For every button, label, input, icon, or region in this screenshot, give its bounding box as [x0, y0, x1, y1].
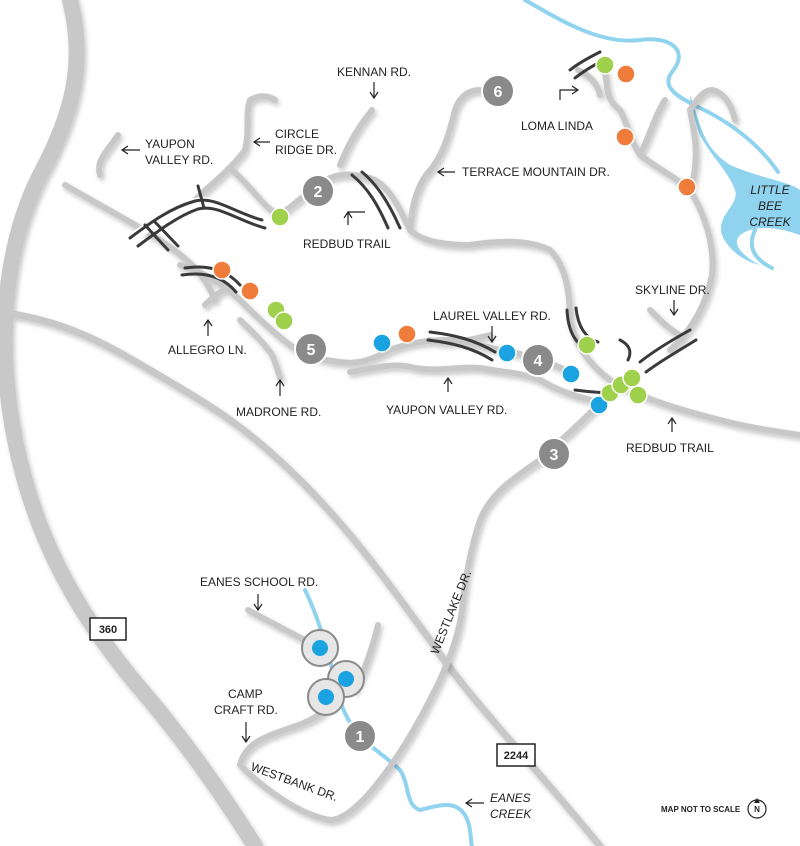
- trails: [125, 50, 698, 395]
- marker-orange: [616, 64, 636, 84]
- label-yaupon-valley-top-2: VALLEY RD.: [145, 153, 213, 167]
- marker-blue: [318, 689, 334, 705]
- label-terrace-mountain: TERRACE MOUNTAIN DR.: [462, 165, 610, 179]
- marker-orange: [240, 281, 260, 301]
- map-footer: MAP NOT TO SCALE N: [661, 798, 767, 819]
- marker-blue: [561, 364, 581, 384]
- marker-blue: [338, 671, 354, 687]
- not-to-scale-note: MAP NOT TO SCALE: [661, 805, 741, 814]
- marker-orange: [397, 324, 417, 344]
- markers: [212, 55, 697, 716]
- highway-shield-360: 360: [89, 617, 127, 641]
- marker-green: [595, 55, 615, 75]
- svg-text:6: 6: [494, 84, 503, 101]
- label-redbud-trail-top: REDBUD TRAIL: [303, 237, 391, 251]
- north-arrow-icon: N: [747, 798, 767, 819]
- marker-orange: [677, 177, 697, 197]
- label-camp-craft-1: CAMP: [228, 687, 263, 701]
- label-little-bee-1: LITTLE: [750, 183, 790, 197]
- highway-360: [0, 0, 263, 846]
- svg-text:2244: 2244: [504, 750, 529, 762]
- stop-6: 6: [481, 74, 515, 108]
- svg-text:N: N: [754, 805, 760, 814]
- label-loma-linda: LOMA LINDA: [521, 119, 593, 133]
- marker-orange: [615, 127, 635, 147]
- label-eanes-school: EANES SCHOOL RD.: [200, 575, 318, 589]
- marker-blue: [589, 395, 609, 415]
- marker-green: [622, 368, 642, 388]
- stop-2: 2: [301, 174, 335, 208]
- marker-green: [274, 311, 294, 331]
- label-circle-ridge-1: CIRCLE: [275, 127, 319, 141]
- label-camp-craft-2: CRAFT RD.: [214, 703, 278, 717]
- label-little-bee-2: BEE: [758, 199, 783, 213]
- highways: [0, 0, 604, 846]
- marker-green: [628, 385, 648, 405]
- river-top: [523, 0, 780, 174]
- stop-5: 5: [294, 332, 328, 366]
- little-bee-creek-water: [690, 95, 800, 265]
- svg-text:3: 3: [550, 447, 559, 464]
- stop-3: 3: [537, 437, 571, 471]
- marker-blue: [312, 640, 328, 656]
- svg-text:360: 360: [99, 624, 117, 636]
- label-westlake-dr: WESTLAKE DR.: [428, 568, 474, 656]
- label-little-bee-3: CREEK: [749, 215, 791, 229]
- label-madrone-rd: MADRONE RD.: [236, 405, 321, 419]
- stop-1: 1: [343, 719, 377, 753]
- label-redbud-trail-bottom: REDBUD TRAIL: [626, 441, 714, 455]
- svg-text:4: 4: [534, 353, 543, 370]
- label-eanes-creek-1: EANES: [490, 791, 531, 805]
- svg-text:1: 1: [356, 729, 365, 746]
- highway-2244: [0, 308, 604, 846]
- stops: 1 2 3 4 5 6: [294, 74, 571, 753]
- marker-orange: [212, 260, 232, 280]
- marker-green: [270, 207, 290, 227]
- label-kennan-rd: KENNAN RD.: [337, 65, 411, 79]
- svg-text:5: 5: [307, 342, 316, 359]
- svg-text:2: 2: [314, 184, 323, 201]
- water-bodies: [303, 0, 800, 846]
- label-yaupon-valley-mid: YAUPON VALLEY RD.: [386, 403, 507, 417]
- label-allegro-ln: ALLEGRO LN.: [168, 343, 247, 357]
- label-eanes-creek-2: CREEK: [490, 807, 532, 821]
- marker-blue: [497, 343, 517, 363]
- label-skyline-dr: SKYLINE DR.: [635, 283, 710, 297]
- marker-green: [577, 335, 597, 355]
- stop-4: 4: [521, 343, 555, 377]
- label-circle-ridge-2: RIDGE DR.: [275, 143, 337, 157]
- marker-blue: [372, 333, 392, 353]
- label-yaupon-valley-top-1: YAUPON: [145, 137, 195, 151]
- label-laurel-valley: LAUREL VALLEY RD.: [433, 309, 551, 323]
- label-arrows: [120, 82, 679, 808]
- highway-shield-2244: 2244: [496, 743, 536, 767]
- little-bee-creek-stream: [749, 228, 774, 270]
